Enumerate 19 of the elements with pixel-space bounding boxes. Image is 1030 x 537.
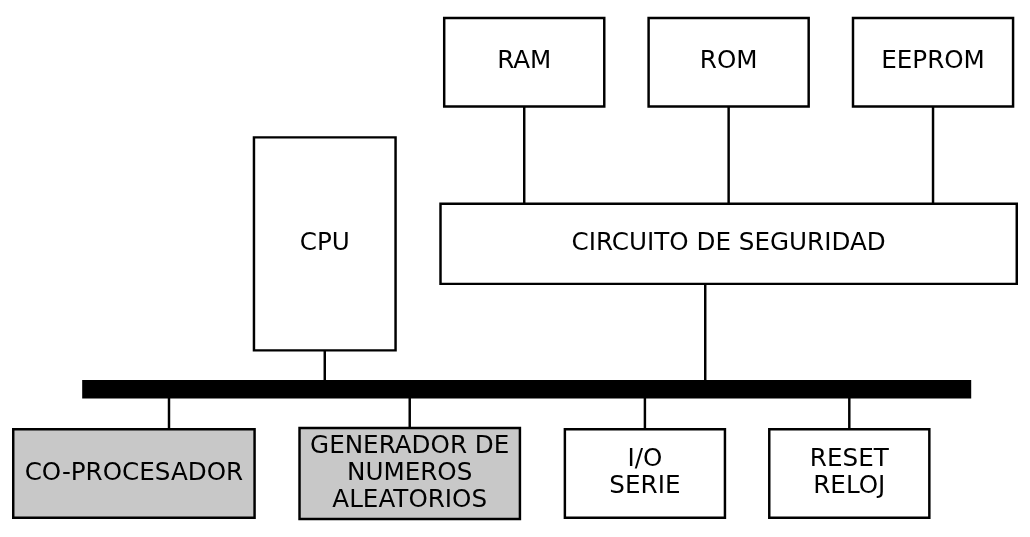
node-box: I/O SERIE: [563, 427, 727, 520]
connector: [643, 397, 647, 430]
node-box: CIRCUITO DE SEGURIDAD: [439, 202, 1018, 286]
connector: [727, 106, 730, 204]
node-box: GENERADOR DE NUMEROS ALEATORIOS: [298, 426, 522, 521]
node-box: ROM: [647, 16, 810, 108]
connector: [704, 283, 707, 382]
node-box: RESET RELOJ: [768, 427, 931, 520]
connector: [931, 106, 935, 204]
connector: [523, 106, 526, 204]
node-box: CPU: [252, 136, 397, 352]
node-bar: [82, 379, 972, 399]
connector: [408, 397, 411, 428]
node-box: RAM: [442, 16, 606, 108]
connector: [167, 397, 171, 430]
connector: [848, 397, 851, 430]
node-box: EEPROM: [851, 16, 1015, 108]
node-box: CO-PROCESADOR: [12, 427, 256, 520]
connector: [323, 350, 326, 382]
